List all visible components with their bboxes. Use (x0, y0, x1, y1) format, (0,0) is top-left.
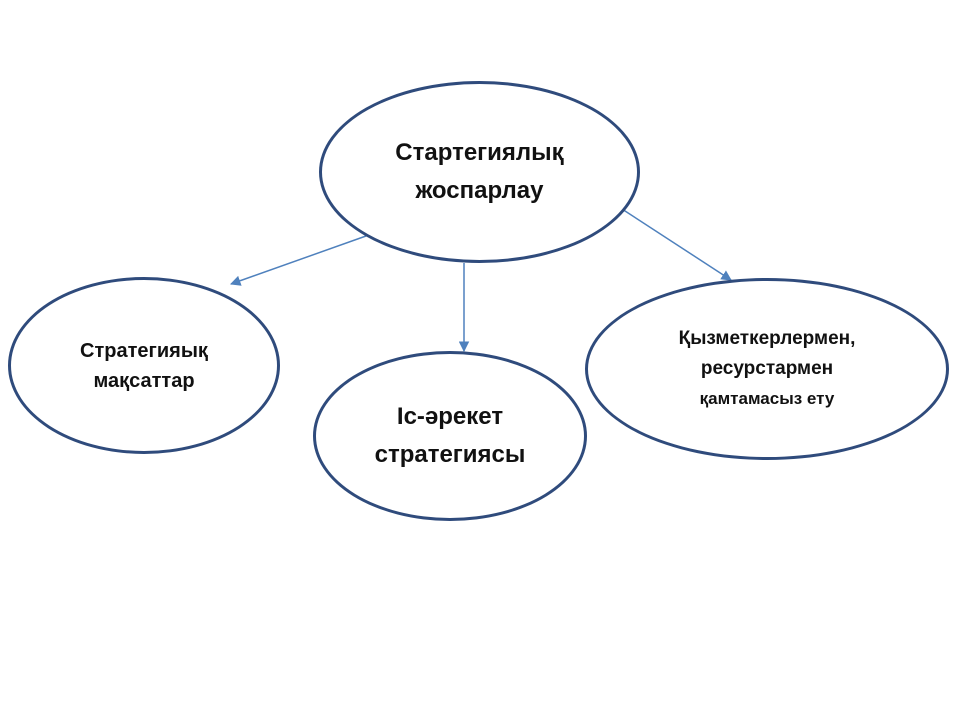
node-staff-resources-line-3: қамтамасыз ету (699, 389, 835, 408)
node-strategic-goals-line-1: Стратегияық (80, 339, 208, 362)
node-staff-resources-line-1: Қызметкерлермен, (678, 328, 856, 349)
node-action-strategy-line-1: Іс-әрекет (396, 403, 504, 430)
node-staff-resources-line-2: ресурстармен (700, 358, 834, 379)
node-staff-resources: Қызметкерлермен, ресурстармен қамтамасыз… (585, 278, 949, 460)
arrow-top-to-left (230, 235, 367, 286)
node-action-strategy-line-2: стратегиясы (374, 441, 526, 468)
node-action-strategy: Іс-әрекет стратегиясы (313, 351, 587, 521)
node-strategic-goals-line-2: мақсаттар (93, 369, 195, 392)
node-strategic-planning-line-2: жоспарлау (415, 177, 544, 204)
node-strategic-goals: Стратегияық мақсаттар (8, 277, 280, 454)
arrow-top-to-right (621, 208, 732, 281)
node-strategic-planning: Стартегиялық жоспарлау (319, 81, 640, 263)
node-strategic-planning-line-1: Стартегиялық (395, 139, 564, 166)
